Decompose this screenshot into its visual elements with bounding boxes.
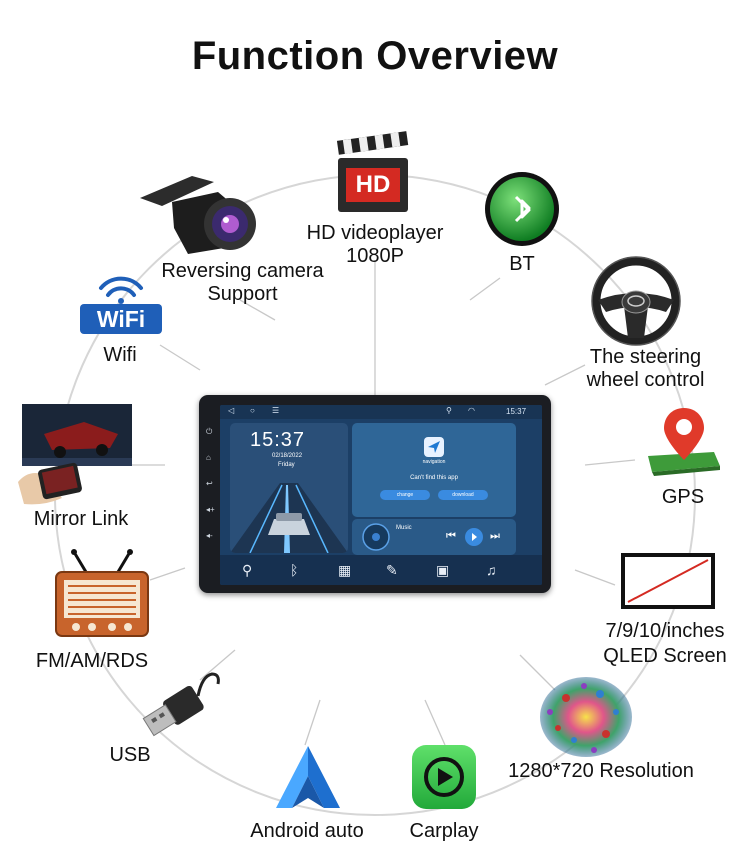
apps-dock-icon[interactable]: ▦ xyxy=(338,562,352,578)
change-button[interactable]: change xyxy=(380,490,430,500)
usb-icon xyxy=(140,666,228,742)
download-button[interactable]: download xyxy=(438,490,488,500)
hd-video-label: HD videoplayer 1080P xyxy=(306,222,444,267)
home-nav-icon[interactable]: ○ xyxy=(250,406,255,415)
bluetooth-dock-icon[interactable]: ᛒ xyxy=(290,562,299,578)
page-title: Function Overview xyxy=(191,34,559,78)
device-screen: ◁ ○ ☰ ⚲ ◠ 15:37 15:37 02/18/2022 Friday … xyxy=(220,405,542,585)
nav-message: Can't find this app xyxy=(410,475,458,481)
clock-date: 02/18/2022 xyxy=(272,453,303,459)
volume-up-icon[interactable]: ◂+ xyxy=(206,505,215,514)
menu-nav-icon[interactable]: ☰ xyxy=(272,406,280,415)
navigation-widget[interactable]: navigation Can't find this app change do… xyxy=(352,423,516,517)
radio-icon xyxy=(52,548,152,640)
play-button[interactable] xyxy=(464,527,484,547)
steering-label: The steering wheel control xyxy=(586,346,705,391)
nav-app-name: navigation xyxy=(422,459,446,465)
gps-label: GPS xyxy=(661,486,705,508)
mirror-link-label: Mirror Link xyxy=(33,508,129,530)
resolution-label: 1280*720 Resolution xyxy=(508,760,694,782)
gps-icon xyxy=(644,402,722,478)
steering-wheel-icon xyxy=(588,256,684,346)
power-icon[interactable]: ⏻ xyxy=(206,427,213,436)
wifi-badge: WiFi xyxy=(96,306,146,332)
hd-badge: HD xyxy=(355,171,391,198)
reversing-camera-label: Reversing camera Support xyxy=(161,260,324,305)
music-label: Music xyxy=(396,525,412,531)
screen-size-label: 7/9/10/inches QLED Screen xyxy=(603,620,727,667)
music-widget[interactable]: Music ⏮ ⏭ xyxy=(352,519,516,555)
carplay-icon xyxy=(411,744,477,810)
app-dock: ⚲ ᛒ ▦ ✎ ▣ ♫ xyxy=(220,555,542,585)
location-status-icon: ⚲ xyxy=(446,406,452,415)
resolution-icon xyxy=(536,674,636,760)
bt-label: BT xyxy=(509,253,535,275)
device-side-buttons: ⏻ ⌂ ↩ ◂+ ◂- xyxy=(203,405,217,585)
back-icon[interactable]: ↩ xyxy=(206,479,213,488)
clock-time: 15:37 xyxy=(250,429,306,451)
music-disc-icon xyxy=(362,523,390,551)
mirror-link-icon xyxy=(14,404,136,508)
carplay-label: Carplay xyxy=(409,820,479,842)
usb-label: USB xyxy=(109,744,151,766)
next-track-icon[interactable]: ⏭ xyxy=(490,530,500,542)
android-auto-label: Android auto xyxy=(250,820,364,842)
clock-widget[interactable]: 15:37 02/18/2022 Friday xyxy=(230,423,348,553)
camera-icon xyxy=(132,168,272,258)
wifi-icon: WiFi xyxy=(78,268,164,338)
volume-down-icon[interactable]: ◂- xyxy=(206,531,213,540)
navigation-app-icon xyxy=(424,437,444,457)
radio-dock-icon[interactable]: ▣ xyxy=(436,562,450,578)
clock-weekday: Friday xyxy=(278,462,295,468)
back-nav-icon[interactable]: ◁ xyxy=(228,406,235,415)
wifi-status-icon: ◠ xyxy=(468,406,475,415)
status-time: 15:37 xyxy=(506,407,527,416)
hd-video-icon: HD xyxy=(334,128,412,216)
tools-dock-icon[interactable]: ✎ xyxy=(386,562,398,578)
prev-track-icon[interactable]: ⏮ xyxy=(446,530,456,542)
navigation-dock-icon[interactable]: ⚲ xyxy=(242,562,253,578)
status-bar: ◁ ○ ☰ ⚲ ◠ 15:37 xyxy=(220,405,542,419)
bluetooth-icon xyxy=(483,170,561,248)
fm-label: FM/AM/RDS xyxy=(35,650,149,672)
home-icon[interactable]: ⌂ xyxy=(206,453,211,462)
music-dock-icon[interactable]: ♫ xyxy=(486,562,497,578)
screen-size-icon xyxy=(620,552,716,610)
wifi-label: Wifi xyxy=(103,344,137,366)
android-auto-icon xyxy=(272,742,344,812)
car-road-image xyxy=(230,483,348,553)
